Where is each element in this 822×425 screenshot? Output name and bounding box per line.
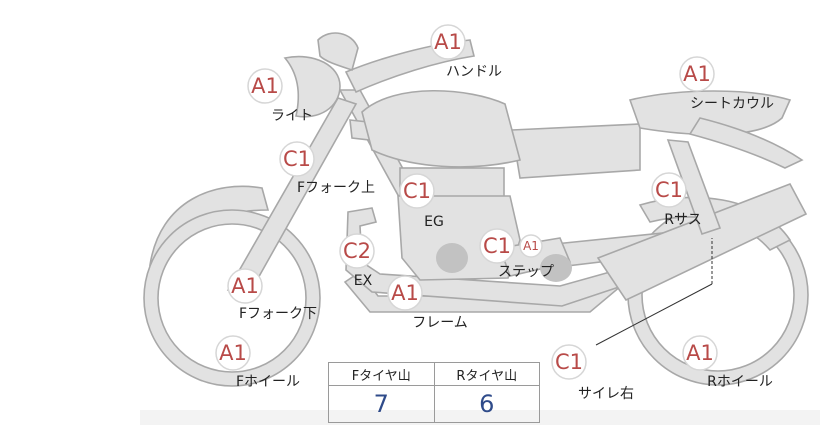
grade-f-fork-upper: C1 [283, 147, 311, 171]
label-f-wheel: Fホイール [236, 374, 300, 390]
grade-muffler-right: C1 [555, 350, 583, 374]
label-seat-cowl: シートカウル [690, 96, 774, 112]
rear-tire-value: 6 [433, 385, 540, 423]
label-ex: EX [354, 273, 373, 289]
label-muffler-right: サイレ右 [578, 386, 634, 402]
label-frame: フレーム [412, 315, 468, 331]
rear-tire-header: Rタイヤ山 [433, 362, 540, 386]
grade-seat-cowl: A1 [683, 62, 711, 86]
part-f-fork-lower: A1 Fフォーク下 [227, 268, 317, 322]
seat-cowl [628, 90, 792, 136]
front-tire-header: Fタイヤ山 [328, 362, 435, 386]
muffler [596, 182, 808, 302]
part-step: C1 ステップ [479, 228, 554, 280]
part-handle: A1 ハンドル [430, 24, 502, 80]
label-eg: EG [424, 214, 444, 230]
label-step: ステップ [498, 264, 554, 280]
part-muffler-right: C1 サイレ右 [551, 344, 634, 402]
label-r-wheel: Rホイール [707, 374, 773, 390]
part-step-small: A1 [519, 234, 543, 258]
rear-shock [666, 139, 722, 236]
grade-frame: A1 [391, 281, 419, 305]
tire-table-header-row: Fタイヤ山 Rタイヤ山 [328, 362, 540, 386]
grade-ex: C2 [343, 239, 371, 263]
part-eg: C1 EG [399, 173, 444, 230]
fuel-tank [361, 89, 521, 168]
tire-tread-table: Fタイヤ山 Rタイヤ山 7 6 [328, 362, 540, 423]
part-f-wheel: A1 Fホイール [215, 335, 300, 390]
part-frame: A1 フレーム [387, 275, 468, 331]
grade-handle: A1 [434, 30, 462, 54]
label-r-sus: Rサス [664, 212, 701, 228]
part-ex: C2 EX [339, 233, 375, 289]
tail-fin [688, 117, 804, 169]
grade-step: C1 [483, 234, 511, 258]
headlight [283, 55, 341, 118]
grade-r-wheel: A1 [686, 341, 714, 365]
label-f-fork-upper: Fフォーク上 [297, 180, 375, 196]
grade-step-small: A1 [523, 239, 539, 253]
headlight-stay [317, 32, 359, 72]
grade-f-wheel: A1 [219, 341, 247, 365]
part-r-sus: C1 Rサス [651, 172, 702, 228]
muffler-leader-line [595, 283, 713, 346]
tire-table-value-row: 7 6 [328, 385, 540, 423]
label-light: ライト [271, 108, 313, 124]
label-handle: ハンドル [446, 64, 502, 80]
part-r-wheel: A1 Rホイール [682, 335, 773, 390]
grade-light: A1 [251, 74, 279, 98]
front-tire-value: 7 [328, 385, 435, 423]
label-f-fork-lower: Fフォーク下 [239, 306, 317, 322]
part-seat-cowl: A1 シートカウル [679, 56, 774, 112]
grade-f-fork-lower: A1 [231, 274, 259, 298]
side-cover [511, 123, 641, 179]
grade-eg: C1 [403, 179, 431, 203]
part-f-fork-upper: C1 Fフォーク上 [279, 141, 375, 196]
grade-r-sus: C1 [655, 178, 683, 202]
part-light: A1 ライト [247, 68, 313, 124]
